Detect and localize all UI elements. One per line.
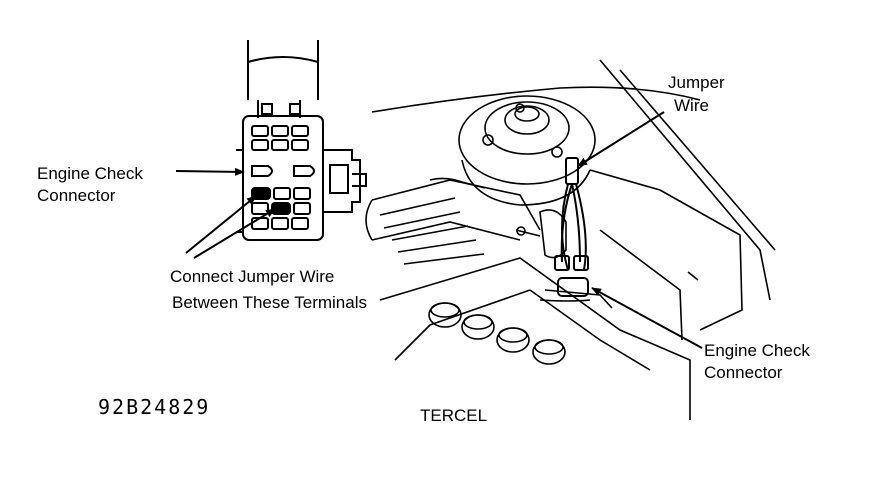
engine-compartment-sketch <box>365 59 776 420</box>
arrow-engine-check-left <box>175 167 245 176</box>
jumper-wire-drawing <box>554 157 589 297</box>
arrow-jumper-wire <box>577 111 665 167</box>
connect-jumper-label-line1: Connect Jumper Wire <box>170 267 335 286</box>
model-name: TERCEL <box>420 406 488 425</box>
engine-check-connector-label-line2: Connector <box>37 186 116 205</box>
arrow-terminal-1 <box>185 195 257 254</box>
arrow-terminal-2 <box>193 208 276 259</box>
connector-closeup <box>236 40 367 241</box>
leader-arrows <box>175 111 703 349</box>
figure-code: 92B24829 <box>98 395 211 419</box>
engine-check-connector-right-label-line1: Engine Check <box>704 341 810 360</box>
jumper-wire-label-line2: Wire <box>674 96 709 115</box>
engine-check-connector-right-label-line2: Connector <box>704 363 783 382</box>
connect-jumper-label-line2: Between These Terminals <box>172 293 367 312</box>
engine-check-connector-label-line1: Engine Check <box>37 164 143 183</box>
jumper-wire-label-line1: Jumper <box>668 73 725 92</box>
arrow-engine-check-right <box>591 287 703 349</box>
